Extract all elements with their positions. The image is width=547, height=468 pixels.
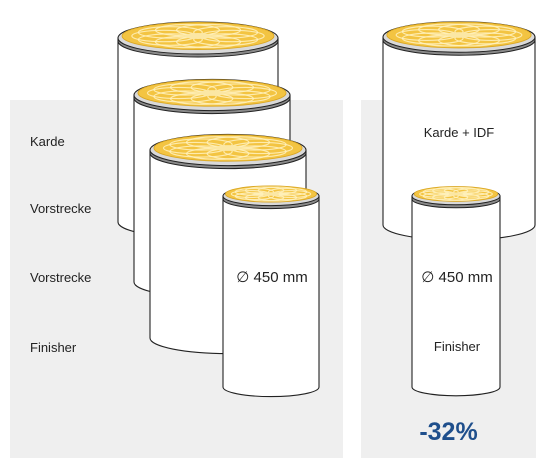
reduction-percentage: -32% [419,418,478,446]
label-finisher: Finisher [30,340,77,355]
right-can-diameter: ∅ 450 mm [421,269,493,286]
right-can-finisher: Finisher [433,339,481,354]
can-finisher-right [411,186,501,397]
can-karde-idf [382,21,536,241]
right-can-karde-idf: Karde + IDF [423,125,495,140]
label-vorstrecke-1: Vorstrecke [30,201,92,216]
can-finisher-left [222,185,320,398]
label-vorstrecke-2: Vorstrecke [30,270,92,285]
left-can-diameter: ∅ 450 mm [236,269,308,286]
label-karde: Karde [30,134,65,149]
